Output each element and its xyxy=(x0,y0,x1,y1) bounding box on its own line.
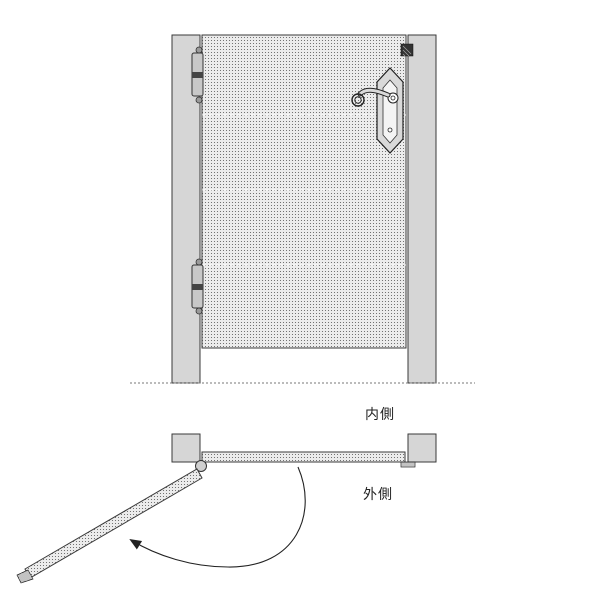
door-hinge-icon xyxy=(191,258,204,315)
gate-latch-icon xyxy=(351,67,404,154)
door-hinge-icon xyxy=(191,46,204,104)
plan-door-stop xyxy=(400,461,416,468)
plan-door-open-end xyxy=(16,569,34,584)
plan-view xyxy=(16,433,437,584)
label-inside: 内側 xyxy=(365,407,395,423)
plan-right-post xyxy=(407,433,437,463)
hinge-pivot-icon xyxy=(195,460,207,472)
plan-door-closed xyxy=(201,451,406,463)
right-post xyxy=(407,34,437,384)
front-elevation xyxy=(130,34,475,384)
door-leaf xyxy=(201,34,407,349)
plan-left-post xyxy=(171,433,201,463)
label-outside: 外側 xyxy=(363,487,393,503)
curved-arrow-icon xyxy=(129,466,306,568)
plan-door-open xyxy=(24,468,203,579)
